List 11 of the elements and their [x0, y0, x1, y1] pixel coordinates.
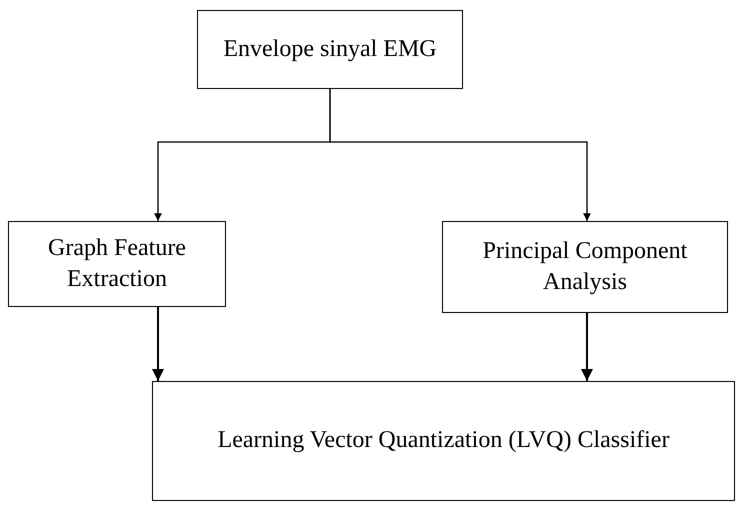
- process-box: [8, 221, 226, 307]
- process-box: [442, 221, 728, 313]
- box-label: Graph Feature Extraction: [47, 234, 187, 294]
- process-box: [152, 381, 735, 501]
- box-label: Envelope sinyal EMG: [222, 34, 438, 64]
- box-label: Learning Vector Quantization (LVQ) Classifier: [216, 426, 670, 456]
- arrow: [329, 89, 591, 221]
- box-label: Principal Component Analysis: [482, 236, 688, 297]
- process-box: [197, 10, 463, 89]
- arrow: [581, 313, 593, 381]
- arrow: [152, 307, 164, 381]
